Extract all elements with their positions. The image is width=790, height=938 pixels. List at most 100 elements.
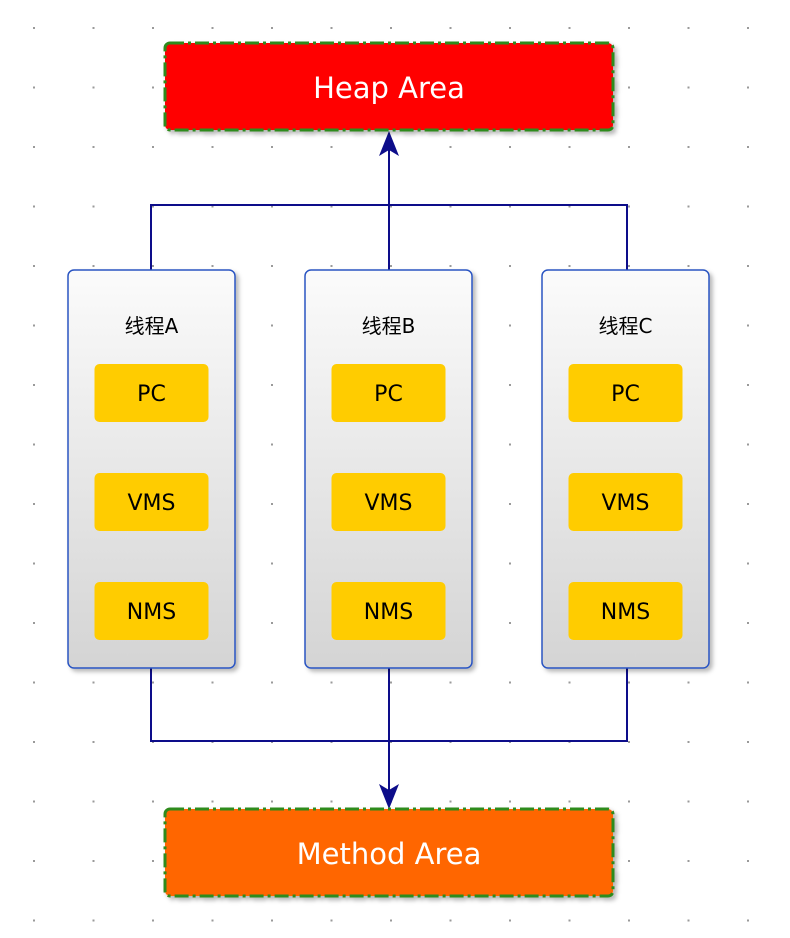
thread-c-pc-label: PC bbox=[611, 382, 640, 407]
grid-dot bbox=[211, 265, 214, 267]
grid-dot bbox=[92, 265, 95, 267]
grid-dot bbox=[509, 324, 511, 327]
grid-dot bbox=[211, 205, 214, 208]
grid-dot bbox=[747, 205, 749, 208]
grid-dot bbox=[568, 800, 571, 803]
grid-dot bbox=[152, 146, 154, 148]
grid-dot bbox=[509, 681, 511, 684]
grid-dot bbox=[33, 503, 35, 505]
grid-dot bbox=[271, 265, 273, 267]
grid-dot bbox=[747, 622, 749, 624]
grid-dot bbox=[628, 919, 630, 922]
grid-dot bbox=[330, 265, 333, 267]
grid-dot bbox=[687, 741, 690, 743]
grid-dot bbox=[509, 622, 511, 624]
thread-a-nms-box bbox=[94, 582, 209, 640]
grid-dot bbox=[747, 919, 749, 922]
grid-dot bbox=[747, 27, 749, 29]
grid-dot bbox=[747, 741, 749, 743]
grid-dot bbox=[271, 622, 273, 624]
grid-dot bbox=[687, 800, 690, 803]
grid-dot bbox=[687, 265, 690, 267]
grid-dot bbox=[271, 27, 273, 29]
grid-dot bbox=[211, 27, 214, 29]
thread-a-pc-label: PC bbox=[137, 382, 166, 407]
grid-dot bbox=[747, 265, 749, 267]
heap-arrowhead bbox=[379, 131, 399, 156]
method-area-box bbox=[163, 807, 615, 898]
thread-a-pc-box bbox=[94, 364, 209, 422]
grid-dot bbox=[152, 27, 154, 29]
grid-dot bbox=[509, 205, 511, 208]
grid-dot bbox=[33, 562, 35, 565]
thread-c-vms-box bbox=[568, 473, 683, 531]
grid-dot bbox=[330, 919, 333, 922]
thread-c-pc-box bbox=[568, 364, 683, 422]
grid-dot bbox=[509, 265, 511, 267]
grid-dot bbox=[92, 146, 95, 148]
thread-c-nms-label: NMS bbox=[601, 600, 650, 625]
grid-dot bbox=[271, 562, 273, 565]
method-arrowhead bbox=[379, 784, 399, 809]
grid-dot bbox=[33, 205, 35, 208]
grid-dot bbox=[92, 919, 95, 922]
grid-dot bbox=[271, 443, 273, 446]
grid-dot bbox=[33, 146, 35, 148]
thread-b-vms-label: VMS bbox=[365, 491, 413, 516]
grid-dot bbox=[628, 205, 630, 208]
heap-area-box bbox=[163, 41, 615, 132]
grid-dot bbox=[271, 324, 273, 327]
grid-dot bbox=[628, 681, 630, 684]
grid-dot bbox=[390, 205, 392, 208]
grid-dot bbox=[271, 384, 273, 386]
grid-dot bbox=[271, 146, 273, 148]
grid-dot bbox=[271, 681, 273, 684]
grid-dot bbox=[568, 265, 571, 267]
grid-dot bbox=[568, 681, 571, 684]
grid-dot bbox=[390, 919, 392, 922]
grid-dot bbox=[687, 86, 690, 89]
grid-dot bbox=[211, 800, 214, 803]
grid-dot bbox=[449, 265, 452, 267]
grid-dot bbox=[152, 86, 154, 89]
grid-dot bbox=[747, 86, 749, 89]
grid-dot bbox=[509, 443, 511, 446]
grid-dot bbox=[271, 919, 273, 922]
grid-dot bbox=[747, 800, 749, 803]
grid-dot bbox=[747, 146, 749, 148]
grid-dot bbox=[33, 443, 35, 446]
grid-dot bbox=[152, 919, 154, 922]
grid-dot bbox=[449, 681, 452, 684]
grid-dot bbox=[211, 919, 214, 922]
grid-dot bbox=[628, 800, 630, 803]
grid-dot bbox=[747, 562, 749, 565]
grid-dot bbox=[271, 800, 273, 803]
grid-dot bbox=[747, 860, 749, 862]
grid-dot bbox=[330, 800, 333, 803]
grid-dot bbox=[390, 681, 392, 684]
grid-dot bbox=[509, 800, 511, 803]
grid-dot bbox=[449, 800, 452, 803]
grid-dot bbox=[628, 741, 630, 743]
thread-b-pc-box bbox=[331, 364, 446, 422]
grid-dot bbox=[687, 860, 690, 862]
grid-dot bbox=[628, 146, 630, 148]
grid-dot bbox=[509, 919, 511, 922]
grid-dot bbox=[92, 86, 95, 89]
grid-dot bbox=[211, 146, 214, 148]
grid-dot bbox=[449, 205, 452, 208]
heap-area-label: Heap Area bbox=[313, 71, 465, 105]
grid-dot bbox=[152, 860, 154, 862]
grid-dot bbox=[687, 681, 690, 684]
grid-dot bbox=[687, 146, 690, 148]
grid-dot bbox=[33, 27, 35, 29]
grid-dot bbox=[509, 562, 511, 565]
grid-dot bbox=[628, 265, 630, 267]
method-area-label: Method Area bbox=[297, 837, 482, 871]
grid-dot bbox=[33, 919, 35, 922]
thread-c-to-heap-connector bbox=[389, 204, 628, 270]
